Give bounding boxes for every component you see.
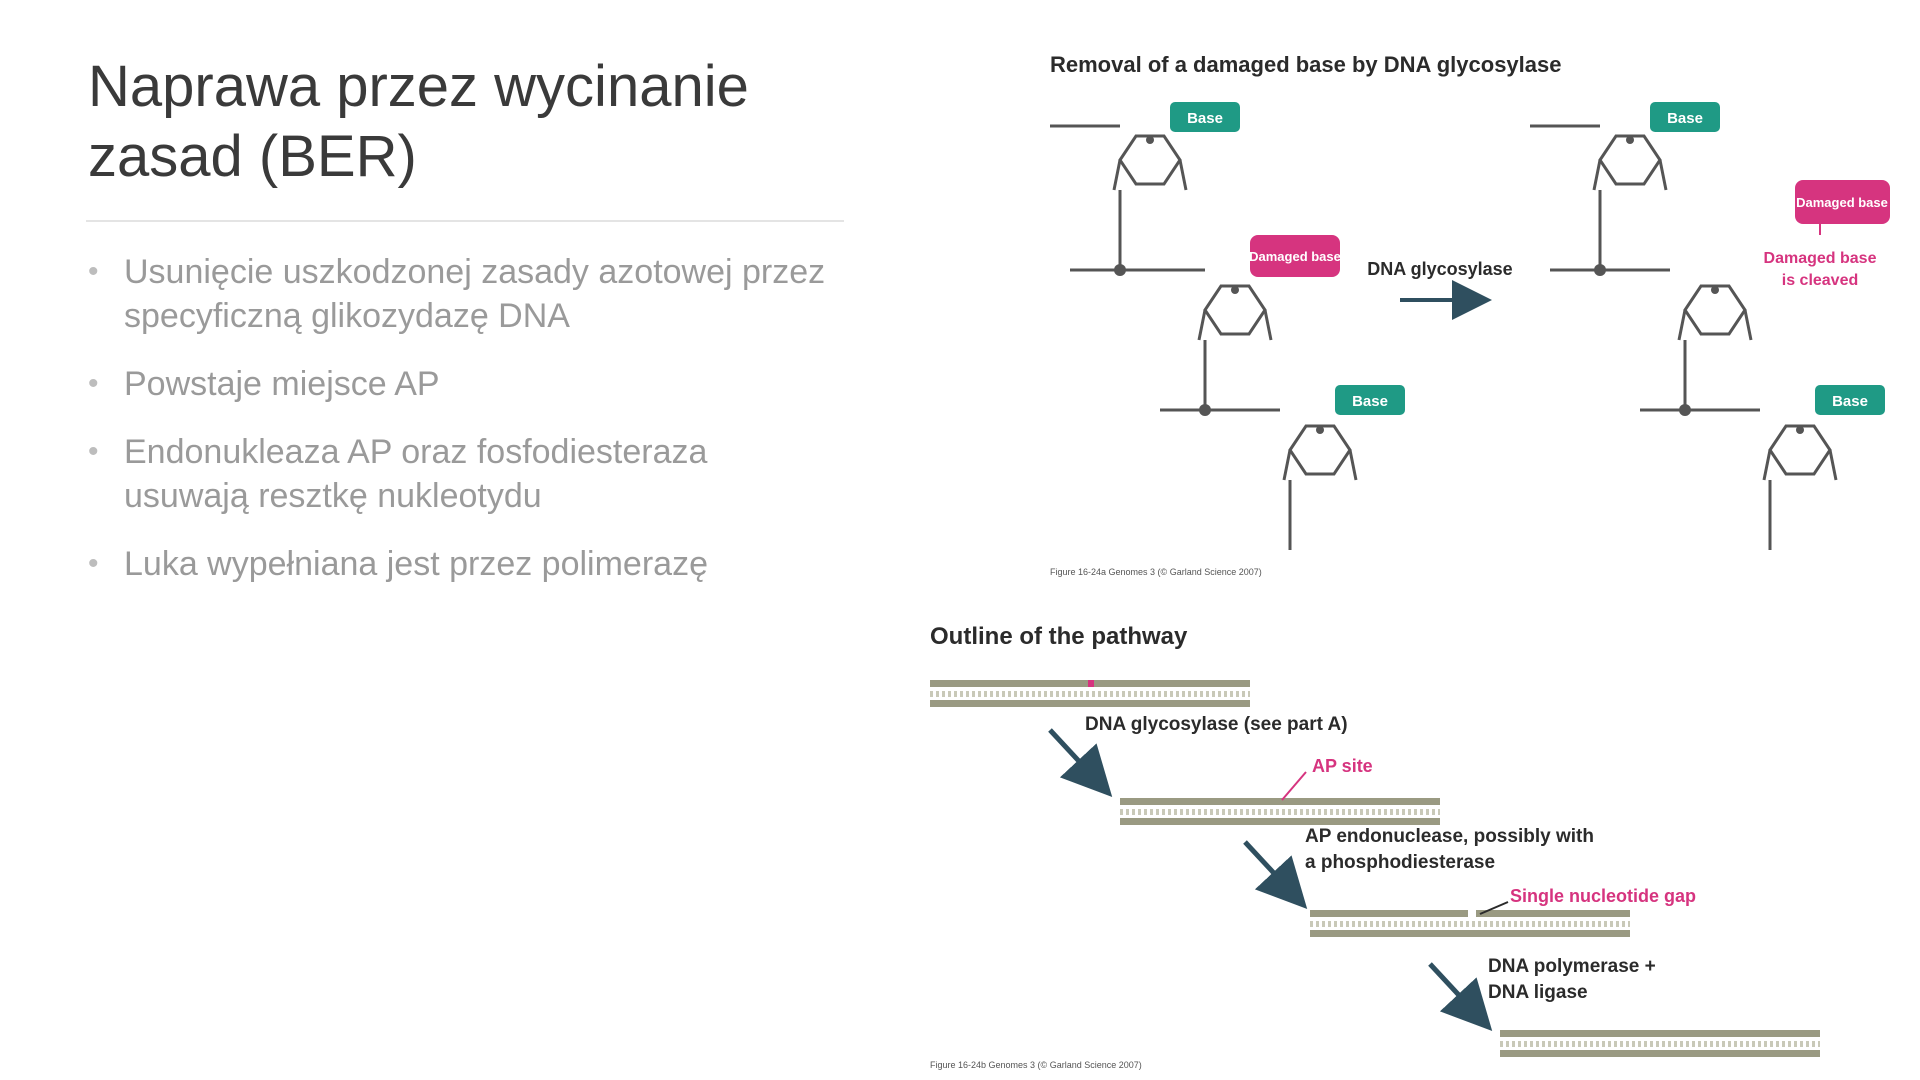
dna-duplex-1 <box>930 680 1250 707</box>
bullet-item: • Luka wypełniana jest przez polimerazę <box>88 542 828 586</box>
ap-site-label: AP site <box>1312 756 1373 776</box>
figure-a-caption: Figure 16-24a Genomes 3 (© Garland Scien… <box>1050 567 1262 577</box>
step-arrow-icon <box>1048 728 1113 797</box>
dna-duplex-4 <box>1500 1030 1820 1057</box>
base-label: Base <box>1832 393 1868 410</box>
figure-b-title: Outline of the pathway <box>930 623 1188 650</box>
step-2-label-line-2: a phosphodiesterase <box>1305 852 1495 873</box>
step-arrow-icon <box>1243 840 1308 909</box>
slide-title-line-2: zasad (BER) <box>88 124 417 189</box>
cleaved-label-line-2: is cleaved <box>1782 272 1859 289</box>
nucleotide-chain-before: Base Damaged base Base <box>1050 102 1405 550</box>
step-1-label: DNA glycosylase (see part A) <box>1085 714 1348 735</box>
bullet-list: • Usunięcie uszkodzonej zasady azotowej p… <box>88 250 828 610</box>
step-2-label-line-1: AP endonuclease, possibly with <box>1305 826 1594 847</box>
bullet-text: Powstaje miejsce AP <box>124 365 440 403</box>
figure-a-title: Removal of a damaged base by DNA glycosy… <box>1050 52 1562 77</box>
bullet-icon: • <box>88 255 99 288</box>
slide-title: Naprawa przez wycinanie zasad (BER) <box>88 52 848 192</box>
title-divider <box>86 220 844 222</box>
step-3-label-line-1: DNA polymerase + <box>1488 956 1656 977</box>
bullet-item: • Endonukleaza AP oraz fosfodiesteraza us… <box>88 430 828 518</box>
figure-b-caption: Figure 16-24b Genomes 3 (© Garland Scien… <box>930 1060 1142 1070</box>
bullet-item: • Powstaje miejsce AP <box>88 362 828 406</box>
slide-title-line-1: Naprawa przez wycinanie <box>88 54 749 119</box>
damaged-base-box <box>1250 235 1340 277</box>
base-box <box>1170 102 1240 132</box>
damaged-base-label: Damaged base <box>1796 195 1888 210</box>
step-3-label-line-2: DNA ligase <box>1488 982 1588 1003</box>
bullet-icon: • <box>88 367 99 400</box>
base-box <box>1335 385 1405 415</box>
cleaved-label-line-1: Damaged base <box>1764 250 1877 267</box>
base-box <box>1650 102 1720 132</box>
base-label: Base <box>1667 110 1703 127</box>
step-arrow-icon <box>1428 962 1493 1031</box>
ap-site-pointer <box>1281 771 1307 801</box>
gap-label: Single nucleotide gap <box>1510 886 1696 906</box>
base-box <box>1815 385 1885 415</box>
base-label: Base <box>1187 110 1223 127</box>
released-damaged-base-box <box>1795 180 1890 224</box>
damage-mark <box>1088 680 1094 687</box>
ber-figure: Removal of a damaged base by DNA glycosy… <box>930 52 1890 1070</box>
bullet-icon: • <box>88 435 99 468</box>
glycosylase-label: DNA glycosylase <box>1367 259 1512 279</box>
dna-duplex-3 <box>1310 901 1630 937</box>
bullet-text: Usunięcie uszkodzonej zasady azotowej pr… <box>124 253 826 335</box>
bullet-text: Luka wypełniana jest przez polimerazę <box>124 545 708 583</box>
base-label: Base <box>1352 393 1388 410</box>
bullet-icon: • <box>88 547 99 580</box>
bullet-text: Endonukleaza AP oraz fosfodiesteraza usu… <box>124 433 708 515</box>
bullet-item: • Usunięcie uszkodzonej zasady azotowej p… <box>88 250 828 338</box>
dna-duplex-2 <box>1120 771 1440 825</box>
damaged-base-label: Damaged base <box>1249 249 1341 264</box>
nucleotide-chain-after: Base Base Damaged base Damaged base is c… <box>1530 102 1890 550</box>
gap-pointer <box>1479 901 1509 915</box>
